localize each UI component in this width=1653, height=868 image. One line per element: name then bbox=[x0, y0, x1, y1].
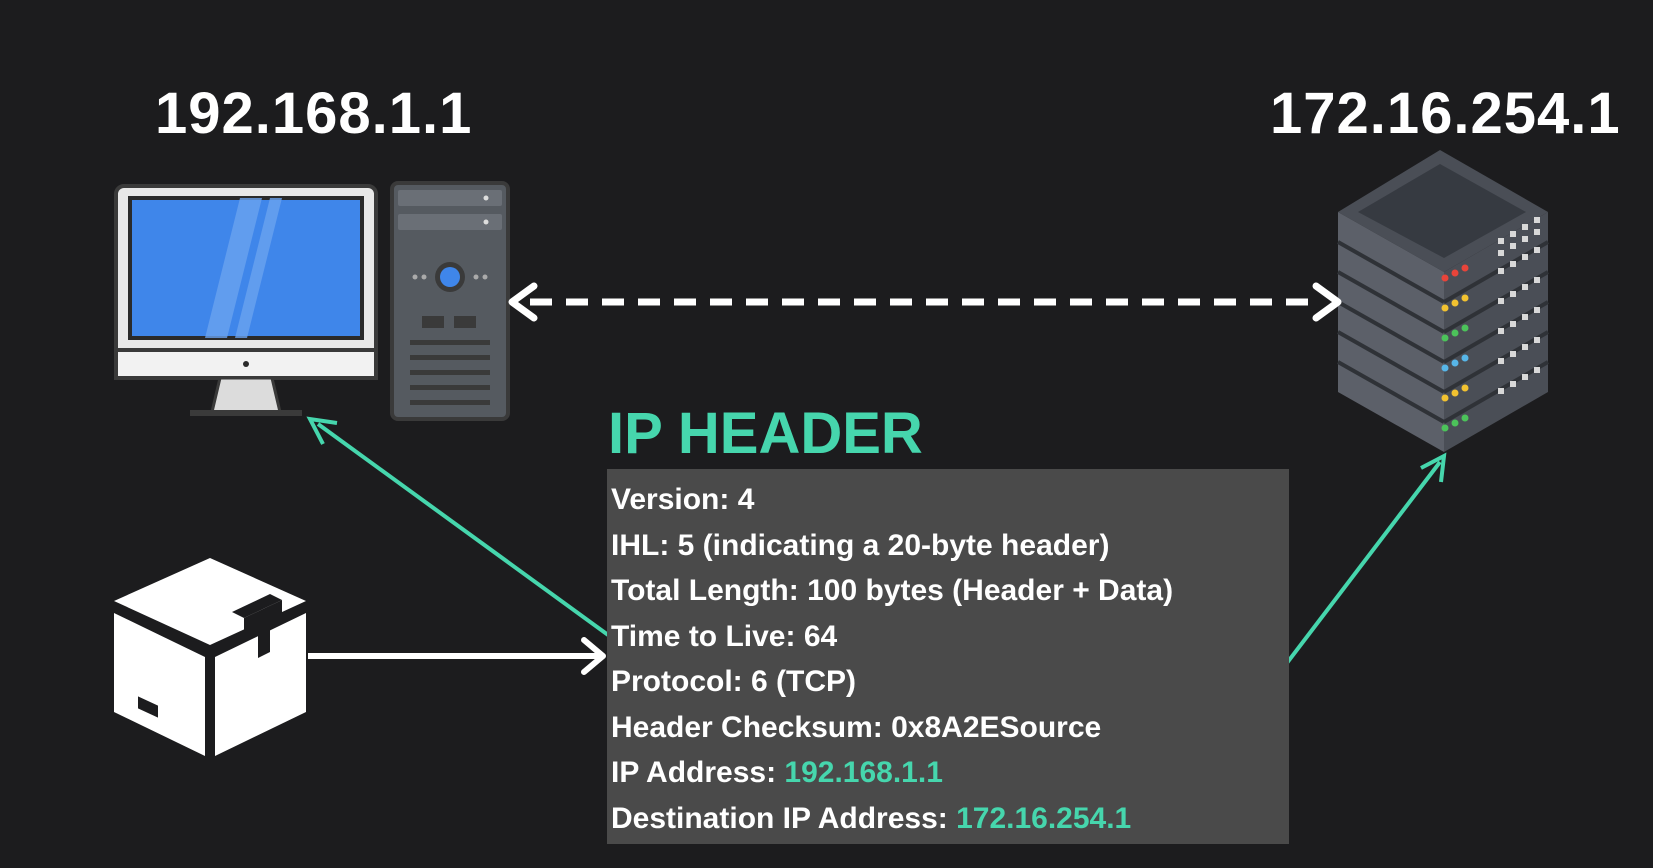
desktop-computer-icon bbox=[114, 181, 510, 421]
package-box-icon bbox=[114, 558, 306, 756]
packet-to-header-arrow bbox=[308, 637, 606, 675]
field-checksum: Header Checksum: 0x8A2ESource bbox=[611, 710, 1102, 744]
source-ip-label: 192.168.1.1 bbox=[155, 81, 473, 146]
field-destination-ip: Destination IP Address: 172.16.254.1 bbox=[611, 796, 1289, 842]
bidirectional-dashed-arrow bbox=[508, 282, 1342, 322]
ip-header-panel: Version: 4 IHL: 5 (indicating a 20-byte … bbox=[607, 469, 1289, 844]
field-source-ip-label: IP Address: bbox=[611, 756, 785, 789]
field-source-ip-value: 192.168.1.1 bbox=[784, 756, 943, 789]
field-destination-ip-value: 172.16.254.1 bbox=[956, 801, 1132, 835]
ip-header-title: IP HEADER bbox=[608, 401, 923, 466]
field-ihl: IHL: 5 (indicating a 20-byte header) bbox=[611, 528, 1110, 562]
field-source-ip: IP Address: 192.168.1.1 bbox=[611, 750, 1289, 796]
field-total-length: Total Length: 100 bytes (Header + Data) bbox=[611, 574, 1174, 607]
server-rack-icon bbox=[1337, 150, 1549, 452]
field-destination-ip-label: Destination IP Address: bbox=[611, 801, 957, 835]
monitor-icon bbox=[114, 184, 378, 416]
field-protocol: Protocol: 6 (TCP) bbox=[611, 665, 856, 698]
field-ttl: Time to Live: 64 bbox=[611, 619, 838, 653]
pc-tower-icon bbox=[390, 181, 510, 421]
destination-ip-label: 172.16.254.1 bbox=[1270, 81, 1621, 146]
field-version: Version: 4 bbox=[611, 483, 755, 516]
